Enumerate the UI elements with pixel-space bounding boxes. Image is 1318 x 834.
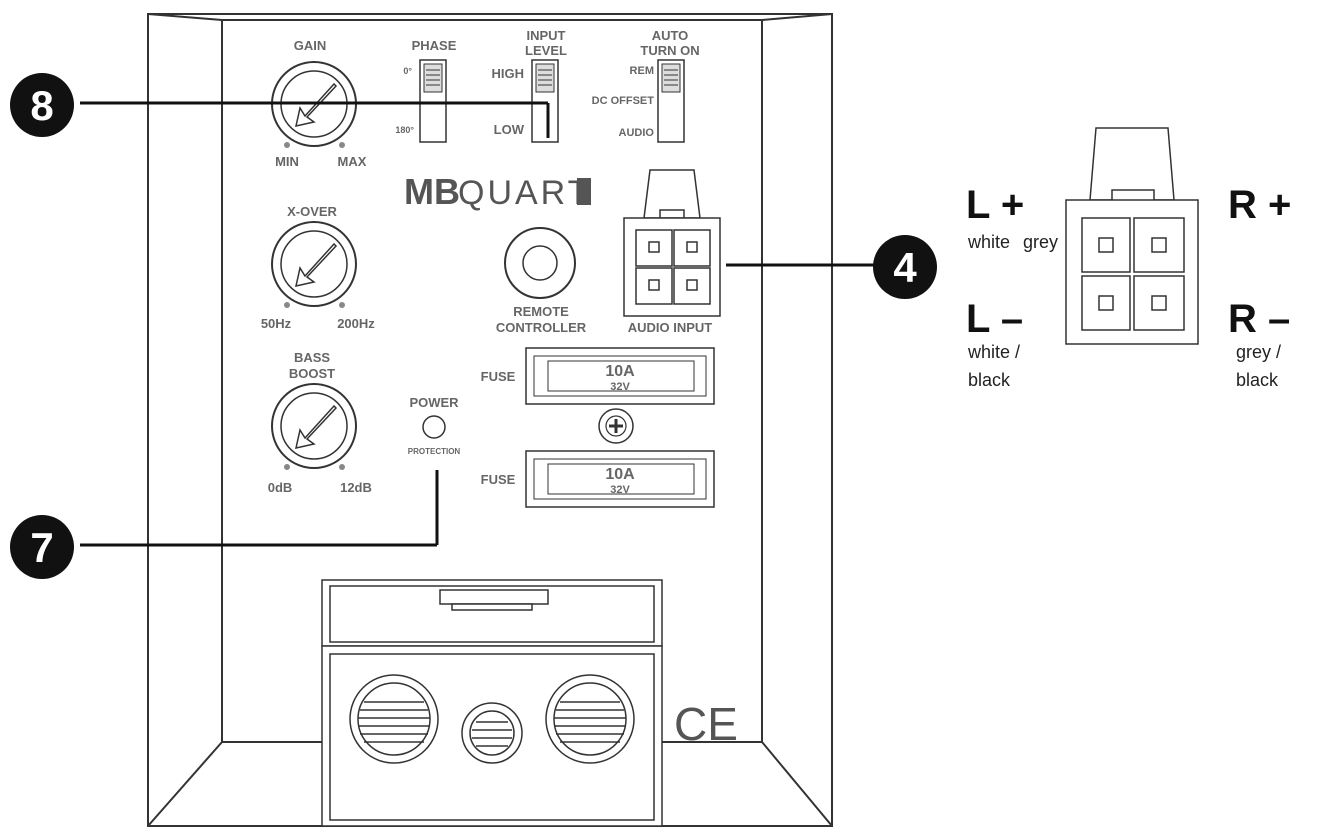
- phase-180-label: 180°: [395, 125, 414, 135]
- callout-7-number: 7: [30, 524, 53, 571]
- callout-8: 8: [10, 73, 74, 137]
- input-level-title-1: INPUT: [527, 28, 566, 43]
- logo-quart: QUART: [458, 174, 591, 212]
- remote-label-2: CONTROLLER: [496, 320, 587, 335]
- mb-quart-logo: MB QUART: [404, 171, 591, 212]
- ce-mark: CE: [674, 698, 738, 750]
- fuse-2-voltage: 32V: [610, 484, 630, 496]
- pin-l-minus: L –: [966, 297, 1023, 341]
- wire-r-plus: grey: [1023, 232, 1058, 252]
- power-label: POWER: [409, 395, 459, 410]
- wire-r-minus-1: grey /: [1236, 342, 1281, 362]
- protection-label: PROTECTION: [408, 447, 461, 456]
- remote-label-1: REMOTE: [513, 304, 569, 319]
- bass-boost-title-1: BASS: [294, 350, 330, 365]
- auto-dc-offset-label: DC OFFSET: [592, 95, 655, 107]
- pin-r-minus: R –: [1228, 297, 1290, 341]
- remote-controller-jack[interactable]: REMOTE CONTROLLER: [496, 227, 587, 335]
- pin-r-plus: R +: [1228, 183, 1291, 227]
- auto-turn-on-title-1: AUTO: [652, 28, 689, 43]
- input-level-title-2: LEVEL: [525, 43, 567, 58]
- gain-label: GAIN: [294, 38, 327, 53]
- gain-max-label: MAX: [338, 154, 367, 169]
- pin-labels: L + white grey R + L – white / black R –…: [966, 183, 1291, 390]
- input-level-high-label: HIGH: [492, 66, 525, 81]
- callout-4-number: 4: [893, 244, 917, 291]
- fuse-2-label: FUSE: [481, 472, 516, 487]
- fuse-2[interactable]: FUSE 10A 32V: [481, 450, 715, 508]
- screw-icon: [598, 408, 634, 444]
- phase-label: PHASE: [412, 38, 457, 53]
- audio-input-label: AUDIO INPUT: [628, 320, 713, 335]
- phase-switch[interactable]: PHASE 0° 180°: [395, 38, 457, 143]
- callout-4: 4: [873, 235, 937, 299]
- wire-r-minus-2: black: [1236, 370, 1279, 390]
- power-terminal-block[interactable]: [321, 579, 663, 827]
- audio-input-connector[interactable]: [623, 169, 721, 317]
- xover-knob[interactable]: X-OVER 50Hz 200Hz: [261, 204, 375, 331]
- wire-l-minus-2: black: [968, 370, 1011, 390]
- connector-detail: [1065, 127, 1199, 345]
- phase-0-label: 0°: [403, 66, 412, 76]
- fuse-1[interactable]: FUSE 10A 32V: [481, 347, 715, 405]
- auto-turn-on-title-2: TURN ON: [640, 43, 699, 58]
- xover-max-label: 200Hz: [337, 316, 375, 331]
- fuse-1-voltage: 32V: [610, 381, 630, 393]
- xover-label: X-OVER: [287, 204, 337, 219]
- callout-7: 7: [10, 515, 74, 579]
- fuse-1-label: FUSE: [481, 369, 516, 384]
- gain-min-label: MIN: [275, 154, 299, 169]
- pin-l-plus: L +: [966, 183, 1024, 227]
- input-level-low-label: LOW: [494, 122, 525, 137]
- callout-lines: [80, 101, 880, 547]
- auto-rem-label: REM: [630, 65, 654, 77]
- callout-8-number: 8: [30, 82, 53, 129]
- fuse-1-rating: 10A: [605, 363, 635, 380]
- input-level-switch[interactable]: INPUT LEVEL HIGH LOW: [492, 28, 568, 143]
- wire-l-plus: white: [967, 232, 1010, 252]
- fuse-2-rating: 10A: [605, 466, 635, 483]
- logo-mb: MB: [404, 171, 460, 212]
- bass-boost-knob[interactable]: BASS BOOST 0dB 12dB: [268, 350, 372, 495]
- wire-l-minus-1: white /: [967, 342, 1020, 362]
- bass-boost-max-label: 12dB: [340, 480, 372, 495]
- power-protection-led: POWER PROTECTION: [408, 395, 461, 456]
- auto-audio-label: AUDIO: [619, 127, 655, 139]
- auto-turn-on-switch[interactable]: AUTO TURN ON REM DC OFFSET AUDIO: [592, 28, 700, 143]
- bass-boost-min-label: 0dB: [268, 480, 293, 495]
- xover-min-label: 50Hz: [261, 316, 292, 331]
- bass-boost-title-2: BOOST: [289, 366, 335, 381]
